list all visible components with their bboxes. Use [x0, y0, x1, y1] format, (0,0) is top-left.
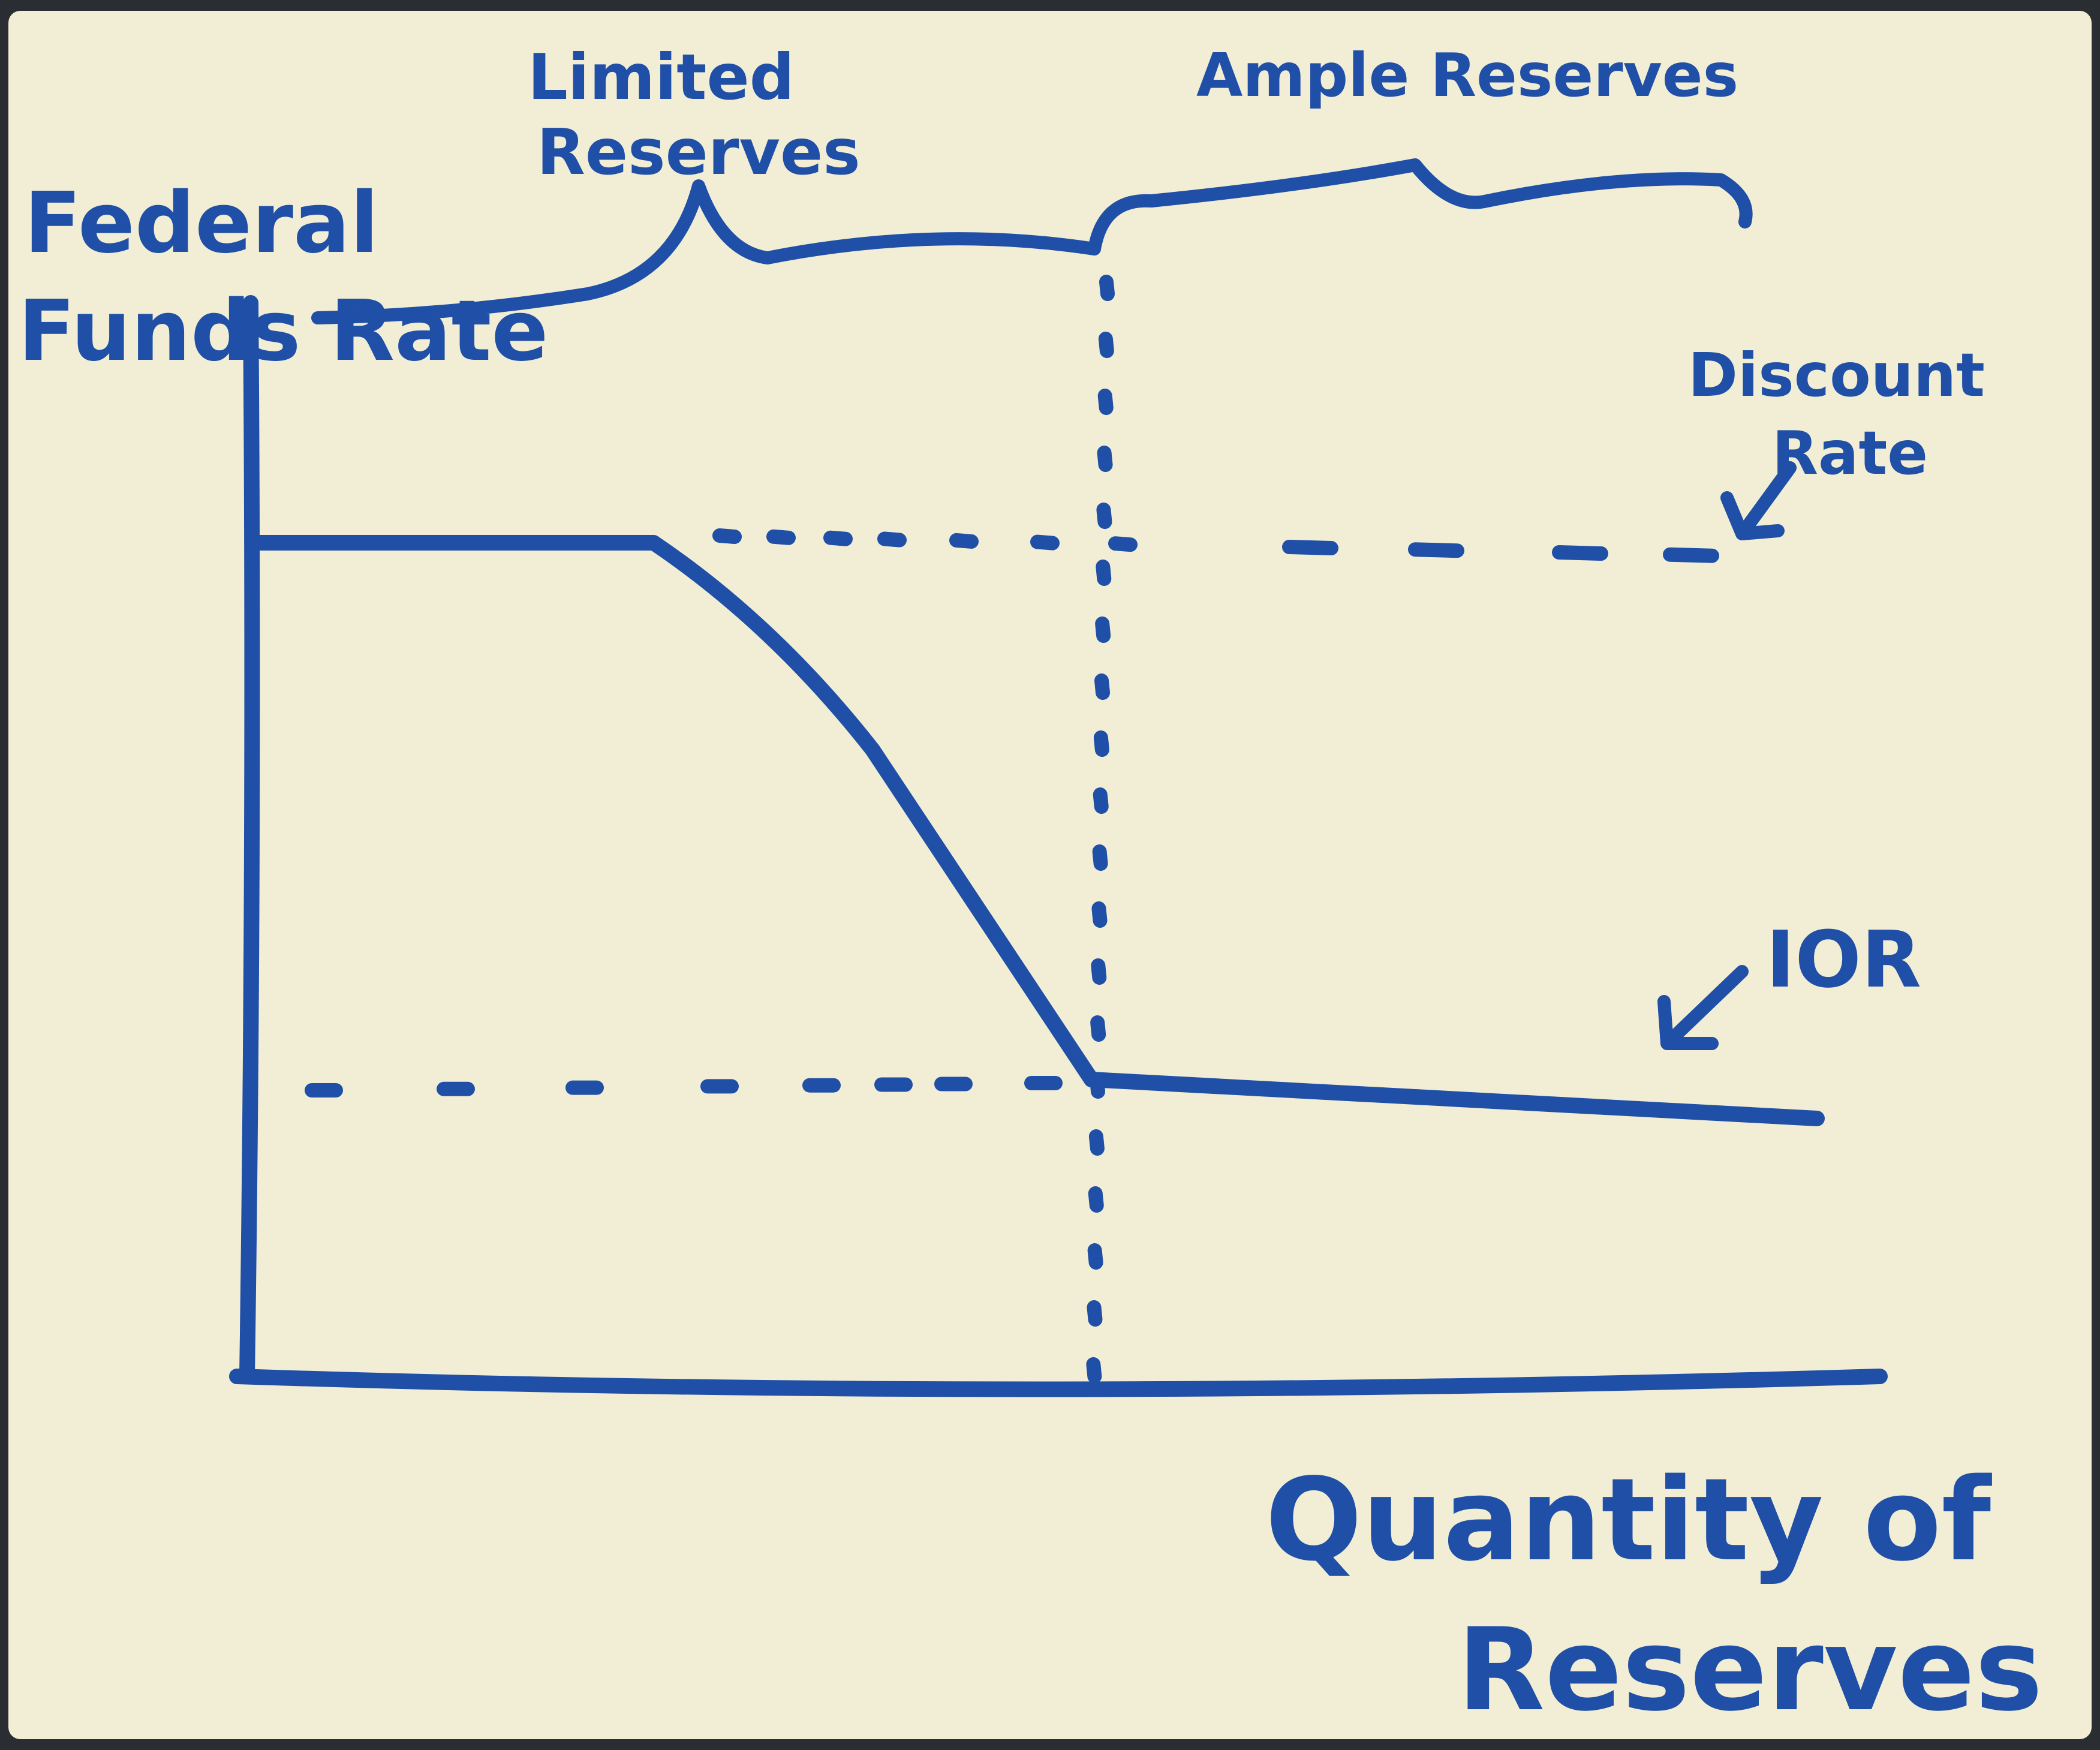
discount-rate-dash — [1552, 545, 1608, 561]
ior-label: IOR — [1766, 914, 1921, 1005]
discount-rate-dash — [1108, 536, 1138, 552]
threshold-dot — [1086, 1357, 1102, 1384]
board-surface — [8, 11, 2092, 1739]
threshold-dot — [1099, 275, 1115, 301]
discount-rate-dash — [877, 531, 907, 548]
threshold-dot — [1094, 673, 1111, 700]
threshold-dot — [1096, 560, 1112, 586]
y-axis-line — [239, 295, 260, 1384]
y-axis-label-line-1: Federal — [24, 175, 379, 272]
limited-reserves-brace — [311, 179, 1101, 324]
threshold-dot — [1095, 617, 1111, 643]
discount-rate-dotted-line — [712, 528, 1719, 563]
discount-rate-dash — [1030, 534, 1060, 551]
ior-arrow — [1657, 965, 1749, 1050]
threshold-dot — [1090, 1015, 1106, 1042]
threshold-dot — [1088, 1186, 1104, 1213]
x-axis-label-line-1: Quantity of — [1265, 1454, 1993, 1586]
threshold-dot — [1091, 901, 1108, 928]
threshold-dot — [1097, 446, 1113, 472]
ample-reserves-brace — [1088, 158, 1753, 255]
threshold-dot — [1096, 503, 1112, 529]
discount-rate-dash — [766, 529, 796, 545]
threshold-dot — [1088, 1129, 1105, 1156]
discount-rate-label-line-2: Rate — [1772, 418, 1928, 488]
limited-reserves-label-line-2: Reserves — [537, 116, 861, 189]
discount-rate-arrow — [1720, 461, 1797, 540]
threshold-dot — [1092, 844, 1108, 871]
threshold-dot — [1087, 1243, 1103, 1270]
x-axis-label-line-2: Reserves — [1457, 1604, 2043, 1736]
discount-rate-dash — [823, 530, 853, 546]
threshold-dot — [1093, 787, 1109, 814]
threshold-dot — [1098, 332, 1114, 358]
y-axis-label-line-2: Funds Rate — [18, 282, 548, 380]
threshold-dot — [1091, 958, 1107, 985]
threshold-dot — [1093, 730, 1109, 757]
discount-rate-dash — [1663, 547, 1719, 563]
discount-rate-dash — [1408, 542, 1464, 558]
limited-reserves-label-line-1: Limited — [528, 41, 795, 114]
threshold-dot — [1090, 1072, 1106, 1099]
discount-rate-dash — [712, 528, 742, 544]
discount-rate-dash — [1282, 540, 1338, 555]
x-axis-line — [229, 1369, 1888, 1397]
ample-reserves-label: Ample Reserves — [1196, 40, 1738, 110]
ior-dotted-line — [305, 1076, 1063, 1097]
discount-rate-dash — [949, 533, 979, 549]
ample-threshold-dotted-line — [1086, 275, 1115, 1384]
reserve-demand-curve — [247, 535, 1825, 1126]
threshold-dot — [1087, 1300, 1103, 1327]
discount-rate-label-line-1: Discount — [1688, 340, 1985, 410]
threshold-dot — [1097, 389, 1114, 415]
